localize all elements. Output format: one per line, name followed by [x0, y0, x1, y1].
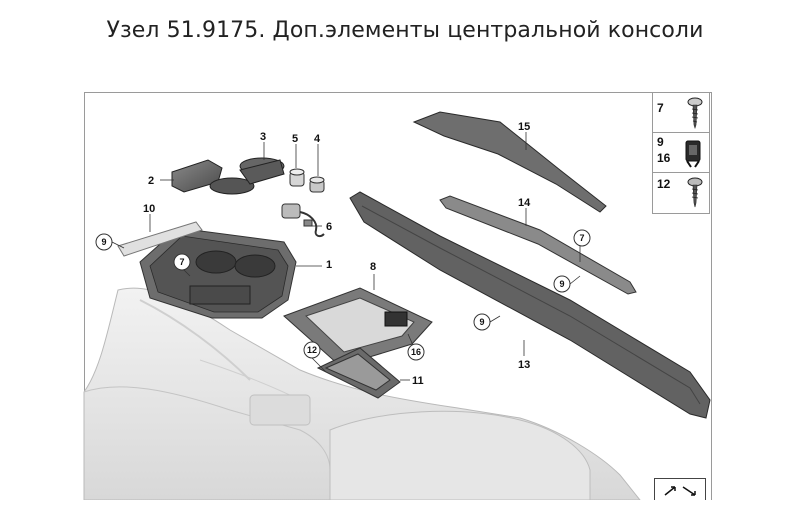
- circled-callout-16: 16: [407, 343, 425, 361]
- part-3-inlay: [209, 157, 285, 195]
- diagram-frame: [84, 92, 712, 500]
- svg-text:12: 12: [307, 345, 317, 355]
- legend-row-7: 7: [653, 93, 709, 133]
- callout-3: 3: [260, 131, 266, 143]
- callout-10: 10: [143, 203, 155, 215]
- svg-text:7: 7: [179, 257, 184, 267]
- circled-callout-12: 12: [303, 341, 321, 359]
- hardware-legend: 7 9 16 12: [652, 92, 710, 214]
- callout-5: 5: [292, 133, 298, 145]
- callout-2: 2: [148, 175, 154, 187]
- clip-icon: [683, 137, 703, 174]
- circled-callout-7a: 7: [173, 253, 191, 271]
- svg-text:16: 16: [411, 347, 421, 357]
- circled-callout-7b: 7: [573, 229, 591, 247]
- legend-row-12: 12: [653, 173, 709, 213]
- part-14-trim-strip: [439, 195, 637, 295]
- legend-row-9-16: 9 16: [653, 133, 709, 173]
- circled-callout-9a: 9: [95, 233, 113, 251]
- part-15-armrest-trim: [412, 111, 607, 213]
- svg-text:9: 9: [479, 317, 484, 327]
- legend-number: 7: [657, 101, 664, 115]
- part-11-bracket: [316, 347, 401, 399]
- leader-lines: [111, 132, 581, 381]
- part-5-socket: [289, 168, 305, 187]
- callout-11: 11: [412, 375, 424, 387]
- center-console-body: [83, 287, 641, 500]
- part-13-side-trim: [349, 191, 711, 419]
- callout-4: 4: [314, 133, 321, 145]
- callout-15: 15: [518, 121, 530, 133]
- page-title: Узел 51.9175. Доп.элементы центральной к…: [106, 18, 704, 43]
- part-6-wiring: [281, 203, 325, 238]
- callout-6: 6: [326, 221, 332, 233]
- rotate-arrows-icon[interactable]: [654, 478, 706, 500]
- circled-callout-9c: 9: [553, 275, 571, 293]
- svg-text:9: 9: [101, 237, 106, 247]
- screw-icon: [687, 177, 703, 214]
- callout-14: 14: [518, 197, 531, 209]
- part-8-trim: [283, 287, 433, 367]
- legend-number: 12: [657, 177, 671, 191]
- legend-number: 16: [657, 151, 671, 165]
- callout-1: 1: [326, 259, 332, 271]
- legend-number: 9: [657, 135, 664, 149]
- part-10-strip: [117, 221, 203, 257]
- callout-13: 13: [518, 359, 530, 371]
- callout-8: 8: [370, 261, 376, 273]
- svg-text:7: 7: [579, 233, 584, 243]
- screw-icon: [687, 97, 703, 134]
- part-4-socket: [309, 176, 325, 193]
- svg-text:9: 9: [559, 279, 564, 289]
- circled-callout-9b: 9: [473, 313, 491, 331]
